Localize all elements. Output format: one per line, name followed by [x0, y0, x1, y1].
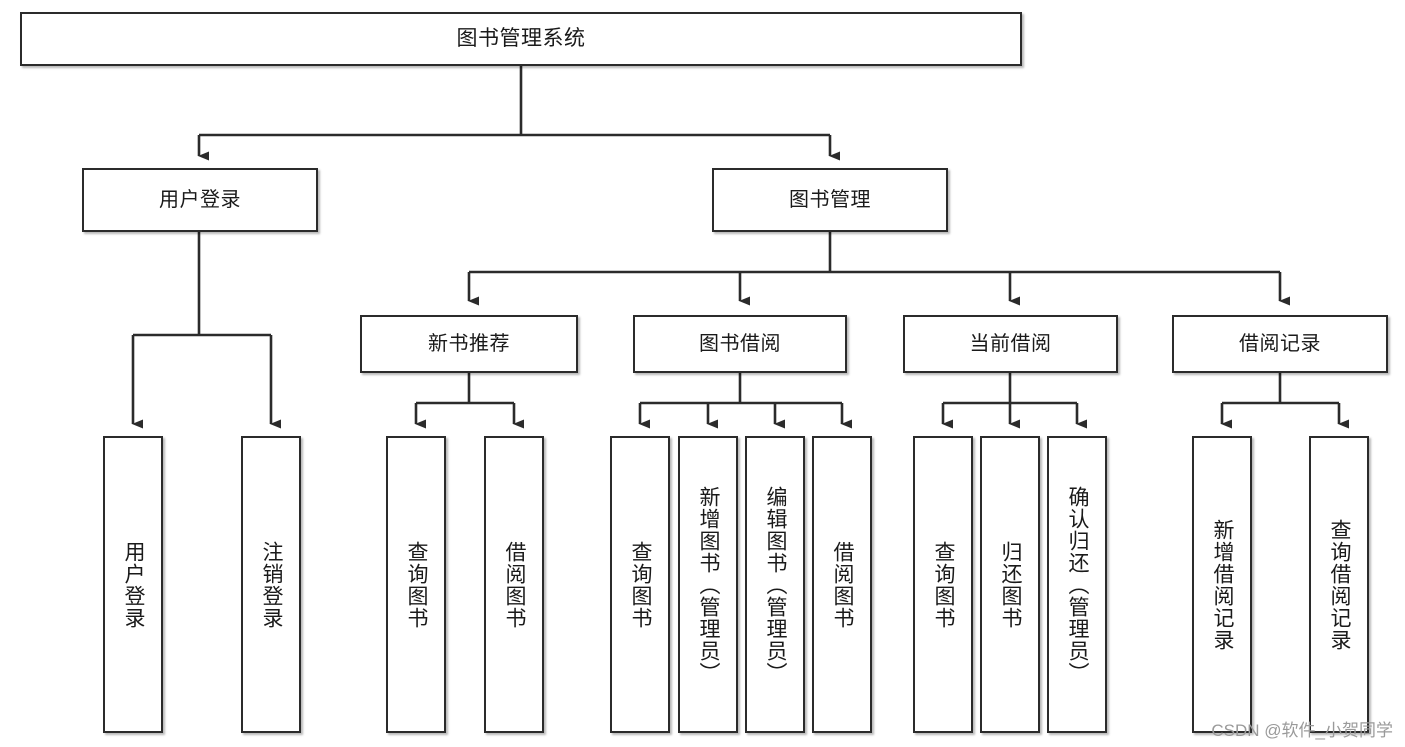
leaf-book-borrow-add-book-admin[interactable]: 新增图书（管理员）: [678, 436, 738, 733]
node-label: 图书借阅: [699, 332, 781, 355]
node-book-borrowing[interactable]: 图书借阅: [633, 315, 847, 373]
connector-group-book-borrow: [638, 373, 852, 429]
leaf-new-book-borrow-book[interactable]: 借阅图书: [484, 436, 544, 733]
node-borrowing-record[interactable]: 借阅记录: [1172, 315, 1388, 373]
node-label: 查询图书: [629, 540, 653, 629]
node-label: 查询图书: [932, 540, 956, 629]
node-current-borrowing[interactable]: 当前借阅: [903, 315, 1118, 373]
leaf-book-borrow-query-book[interactable]: 查询图书: [610, 436, 670, 733]
leaf-book-borrow-edit-book-admin[interactable]: 编辑图书（管理员）: [745, 436, 805, 733]
leaf-user-login-logout[interactable]: 注销登录: [241, 436, 301, 733]
node-new-book-recommendation[interactable]: 新书推荐: [360, 315, 578, 373]
leaf-book-borrow-borrow-book[interactable]: 借阅图书: [812, 436, 872, 733]
node-label: 借阅图书: [503, 540, 527, 629]
node-label: 图书管理: [789, 188, 871, 211]
leaf-borrow-record-add-record[interactable]: 新增借阅记录: [1192, 436, 1252, 733]
node-label: 注销登录: [260, 540, 284, 629]
node-label: 确认归还（管理员）: [1066, 485, 1090, 684]
connector-group-borrow-record: [1220, 373, 1349, 429]
node-label: 查询借阅记录: [1328, 518, 1352, 651]
node-label: 新增借阅记录: [1211, 518, 1235, 651]
connector-group-current-borrow: [941, 373, 1087, 429]
node-label: 借阅图书: [831, 540, 855, 629]
connector-group-new-book: [414, 373, 524, 429]
leaf-user-login-login[interactable]: 用户登录: [103, 436, 163, 733]
leaf-current-borrow-confirm-return-admin[interactable]: 确认归还（管理员）: [1047, 436, 1107, 733]
node-label: 编辑图书（管理员）: [764, 485, 788, 684]
node-label: 用户登录: [122, 540, 146, 629]
node-label: 归还图书: [999, 540, 1023, 629]
node-label: 新增图书（管理员）: [697, 485, 721, 684]
connector-group-book-manage: [467, 232, 1290, 306]
node-label: 图书管理系统: [456, 26, 586, 50]
leaf-current-borrow-query-book[interactable]: 查询图书: [913, 436, 973, 733]
connector-group-root: [197, 66, 840, 161]
node-label: 当前借阅: [969, 332, 1052, 355]
node-user-login[interactable]: 用户登录: [82, 168, 318, 232]
node-label: 新书推荐: [428, 332, 510, 355]
node-label: 用户登录: [159, 188, 241, 211]
connector-group-user-login: [131, 232, 281, 429]
node-root-book-management-system[interactable]: 图书管理系统: [20, 12, 1022, 66]
leaf-current-borrow-return-book[interactable]: 归还图书: [980, 436, 1040, 733]
node-label: 借阅记录: [1239, 332, 1321, 355]
leaf-borrow-record-query-record[interactable]: 查询借阅记录: [1309, 436, 1369, 733]
node-book-management[interactable]: 图书管理: [712, 168, 948, 232]
leaf-new-book-query-book[interactable]: 查询图书: [386, 436, 446, 733]
node-label: 查询图书: [405, 540, 429, 629]
